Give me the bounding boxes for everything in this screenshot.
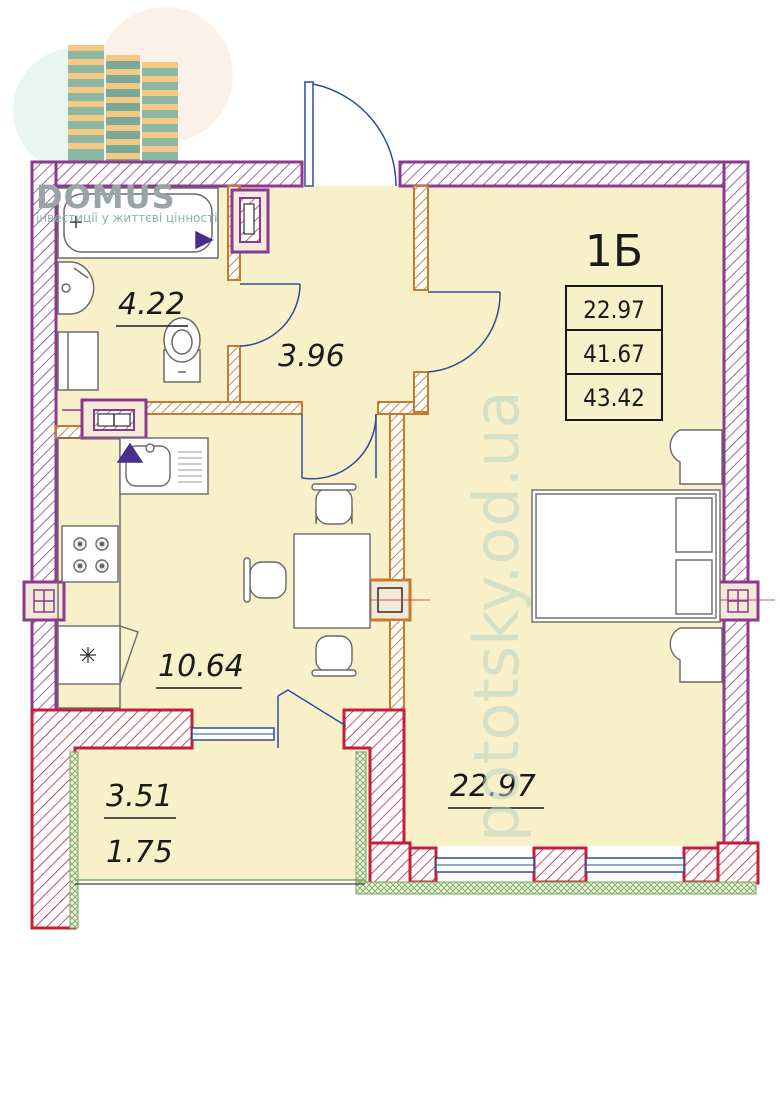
bathroom-fixtures	[57, 187, 270, 440]
bathroom-door	[239, 283, 301, 347]
partitions	[55, 185, 429, 715]
bedroom-fixtures	[531, 429, 723, 683]
balcony-door	[277, 689, 347, 748]
kitchen-fixtures	[57, 437, 371, 709]
wall-right	[722, 160, 750, 850]
wall-left	[30, 160, 58, 714]
wall-top-right	[398, 160, 750, 188]
bathroom-area: 4.22	[118, 287, 185, 322]
insulation	[69, 751, 757, 929]
nightstand-icon	[669, 627, 723, 683]
unit-code: 1Б	[585, 226, 643, 277]
hallway-area: 3.96	[278, 339, 345, 374]
total-area-with-balcony: 43.42	[583, 384, 645, 412]
bedroom-area: 22.97	[450, 769, 536, 804]
balcony-reduced-area: 1.75	[106, 835, 173, 870]
total-area: 41.67	[583, 340, 645, 368]
balcony-area: 3.51	[106, 779, 173, 814]
dining-table-icon	[293, 533, 371, 629]
logo-buildings-icon	[68, 45, 178, 163]
watermark-text: pototsky.od.ua	[460, 390, 533, 842]
logo-tagline: інвестиції у життєві цінності	[36, 211, 217, 225]
entrance-door	[304, 81, 397, 187]
kitchen-door	[301, 413, 377, 480]
kitchen-counter	[57, 437, 121, 709]
cooktop-icon	[61, 525, 119, 583]
bed-icon	[531, 489, 721, 623]
kitchen-area: 10.64	[158, 649, 244, 684]
sink-icon	[116, 437, 209, 495]
fridge-icon	[57, 625, 139, 685]
washing-machine-icon	[57, 331, 99, 391]
chair-icon	[243, 557, 287, 603]
room-labels: 4.22 3.96 10.64 22.97 3.51 1.75	[104, 287, 544, 870]
nightstand-icon	[669, 429, 723, 485]
toilet-icon	[163, 317, 201, 383]
logo-name: DOMUS	[36, 178, 176, 216]
domus-logo	[13, 7, 233, 172]
riser-shaft-icon	[230, 188, 270, 254]
doors	[239, 81, 501, 748]
windows	[191, 727, 685, 873]
washbasin-icon	[57, 261, 95, 315]
bathtub-icon	[57, 187, 219, 259]
living-area: 22.97	[583, 296, 645, 324]
chair-icon	[311, 483, 357, 525]
unit-spec: 1Б 22.97 41.67 43.42	[565, 226, 663, 421]
chair-icon	[311, 635, 357, 677]
bedroom-door	[427, 291, 501, 373]
